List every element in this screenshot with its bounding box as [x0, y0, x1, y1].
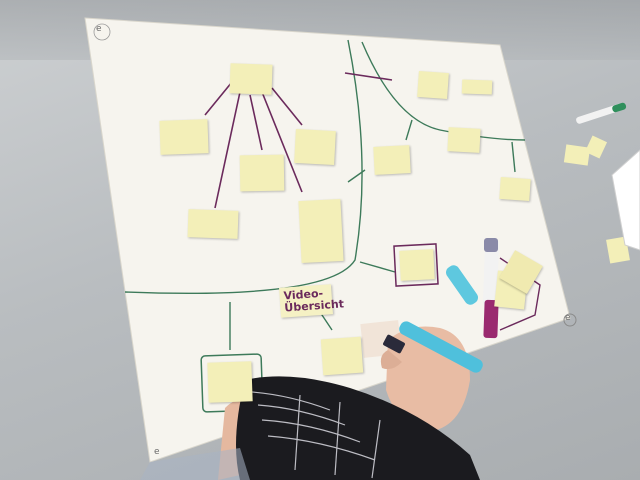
sticky-note — [373, 145, 411, 175]
sticky-note — [187, 209, 239, 239]
sticky-note — [294, 128, 336, 166]
sticky-note — [399, 249, 435, 281]
purple-frame — [393, 243, 439, 287]
corner-mark: e — [565, 313, 571, 323]
green-flow-lines — [124, 39, 526, 350]
corner-mark: e — [154, 447, 160, 457]
sticky-note — [461, 79, 493, 95]
sticky-note — [447, 127, 481, 153]
purple-arrows — [204, 72, 393, 209]
sticky-note — [298, 198, 344, 264]
video-overview-note: Video-Übersicht — [279, 284, 344, 318]
sticky-note — [229, 63, 273, 95]
sticky-note — [159, 119, 209, 155]
sticky-note — [239, 154, 285, 192]
marker-pen-topright — [576, 102, 627, 124]
sticky-note — [207, 361, 253, 403]
sticky-note — [499, 176, 531, 202]
sticky-note — [320, 336, 364, 376]
corner-mark: e — [96, 24, 102, 34]
sticky-note — [417, 70, 449, 100]
hand-with-pen — [380, 321, 483, 432]
